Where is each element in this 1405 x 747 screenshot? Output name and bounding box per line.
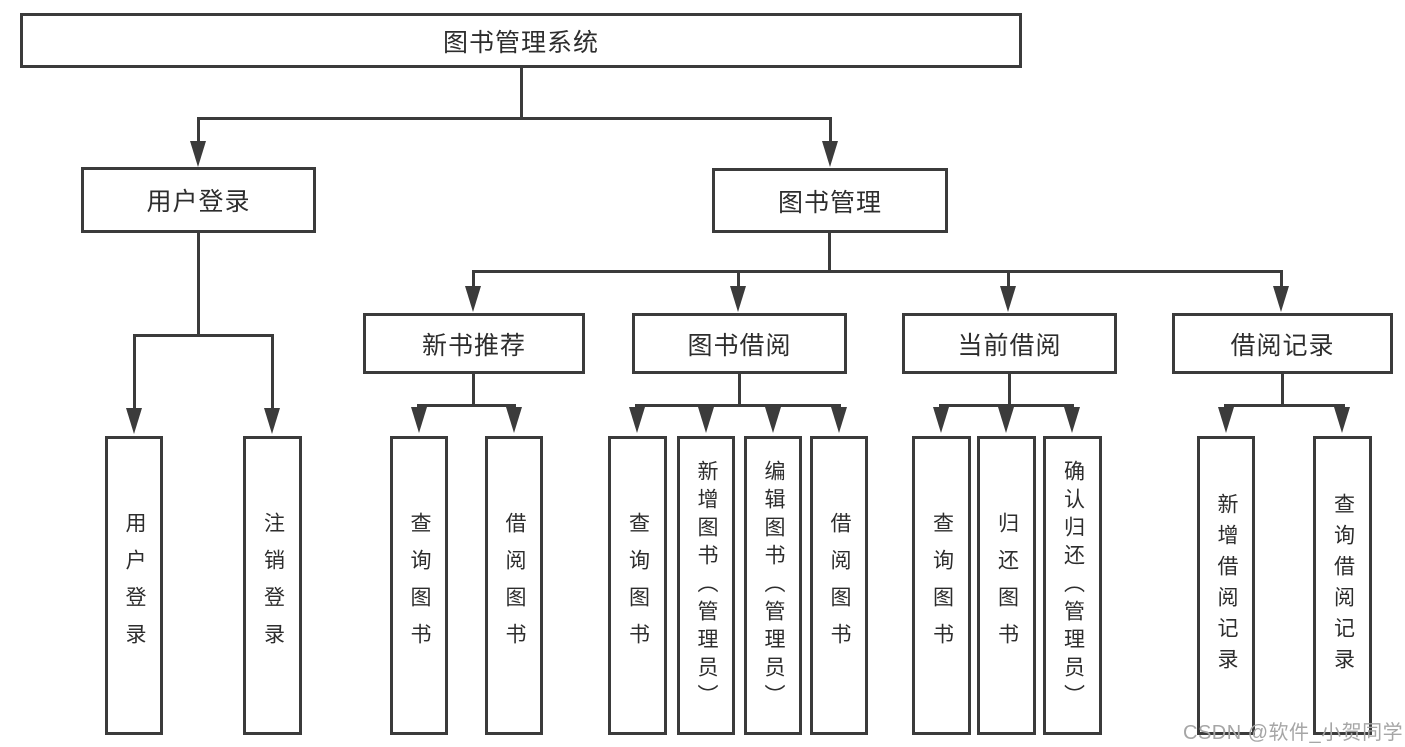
leaf-edit-books-admin: 编辑图书（管理员）: [744, 436, 802, 735]
arrowhead-down-icon: [822, 141, 838, 167]
connector-line: [1007, 270, 1010, 287]
connector-line: [1224, 404, 1345, 407]
connector-line: [472, 374, 475, 406]
node-label: 新增图书（管理员）: [695, 459, 719, 712]
node-label: 用户登录: [123, 511, 147, 660]
node-label: 查询图书: [930, 511, 954, 660]
connector-line: [635, 404, 841, 407]
leaf-query-borrow-record: 查询借阅记录: [1313, 436, 1372, 735]
connector-line: [520, 67, 523, 119]
node-label: 查询图书: [626, 511, 650, 660]
leaf-borrow-books: 借阅图书: [810, 436, 868, 735]
node-label: 归还图书: [995, 511, 1019, 660]
leaf-logout: 注销登录: [243, 436, 302, 735]
node-label: 图书借阅: [687, 331, 792, 360]
leaf-query-books-recommend: 查询图书: [390, 436, 448, 735]
csdn-watermark: CSDN @软件_小贺同学: [1183, 722, 1404, 744]
node-label: 注销登录: [261, 511, 285, 660]
node-label: 借阅记录: [1230, 331, 1335, 360]
node-label: 编辑图书（管理员）: [762, 459, 786, 712]
connector-line: [472, 270, 475, 287]
node-label: 当前借阅: [957, 331, 1062, 360]
node-label: 用户登录: [146, 188, 251, 216]
connector-line: [829, 117, 832, 145]
arrowhead-down-icon: [264, 408, 280, 434]
arrowhead-down-icon: [1064, 407, 1080, 433]
arrowhead-down-icon: [629, 407, 645, 433]
node-label: 新书推荐: [421, 331, 526, 360]
connector-line: [417, 404, 516, 407]
node-current-borrow: 当前借阅: [902, 313, 1117, 374]
node-label: 图书管理: [777, 188, 882, 217]
leaf-add-borrow-record: 新增借阅记录: [1197, 436, 1255, 735]
node-book-management: 图书管理: [712, 168, 948, 233]
arrowhead-down-icon: [765, 407, 781, 433]
arrowhead-down-icon: [465, 286, 481, 312]
arrowhead-down-icon: [126, 408, 142, 434]
node-label: 图书管理系统: [442, 28, 599, 57]
connector-line: [197, 233, 200, 336]
arrowhead-down-icon: [1334, 407, 1350, 433]
connector-line: [271, 334, 274, 409]
node-new-book-recommend: 新书推荐: [363, 313, 585, 374]
arrowhead-down-icon: [998, 407, 1014, 433]
arrowhead-down-icon: [506, 407, 522, 433]
arrowhead-down-icon: [1273, 286, 1289, 312]
node-label: 确认归还（管理员）: [1061, 459, 1085, 712]
connector-line: [197, 117, 200, 145]
connector-line: [1280, 270, 1283, 287]
node-label: 查询借阅记录: [1331, 492, 1355, 679]
arrowhead-down-icon: [698, 407, 714, 433]
node-label: 新增借阅记录: [1215, 492, 1239, 679]
node-user-login: 用户登录: [81, 167, 316, 233]
connector-line: [828, 233, 831, 272]
connector-line: [133, 334, 274, 337]
connector-line: [1281, 374, 1284, 406]
leaf-add-books-admin: 新增图书（管理员）: [677, 436, 735, 735]
arrowhead-down-icon: [831, 407, 847, 433]
arrowhead-down-icon: [1218, 407, 1234, 433]
node-book-borrow: 图书借阅: [632, 313, 847, 374]
node-borrow-records: 借阅记录: [1172, 313, 1393, 374]
arrowhead-down-icon: [190, 141, 206, 167]
arrowhead-down-icon: [1000, 286, 1016, 312]
leaf-borrow-books-recommend: 借阅图书: [485, 436, 543, 735]
connector-line: [133, 334, 136, 409]
connector-line: [472, 270, 1283, 273]
leaf-user-login: 用户登录: [105, 436, 163, 735]
node-label: 查询图书: [408, 511, 432, 660]
connector-line: [737, 270, 740, 287]
arrowhead-down-icon: [411, 407, 427, 433]
leaf-query-books-borrow: 查询图书: [608, 436, 667, 735]
arrowhead-down-icon: [933, 407, 949, 433]
leaf-return-books: 归还图书: [977, 436, 1036, 735]
node-root-library-management-system: 图书管理系统: [20, 13, 1022, 68]
arrowhead-down-icon: [730, 286, 746, 312]
node-label: 借阅图书: [503, 511, 527, 660]
connector-line: [197, 117, 832, 120]
node-label: 借阅图书: [828, 511, 852, 660]
connector-line: [738, 374, 741, 406]
connector-line: [939, 404, 1074, 407]
leaf-query-books-current: 查询图书: [912, 436, 971, 735]
leaf-confirm-return-admin: 确认归还（管理员）: [1043, 436, 1102, 735]
connector-line: [1008, 374, 1011, 406]
